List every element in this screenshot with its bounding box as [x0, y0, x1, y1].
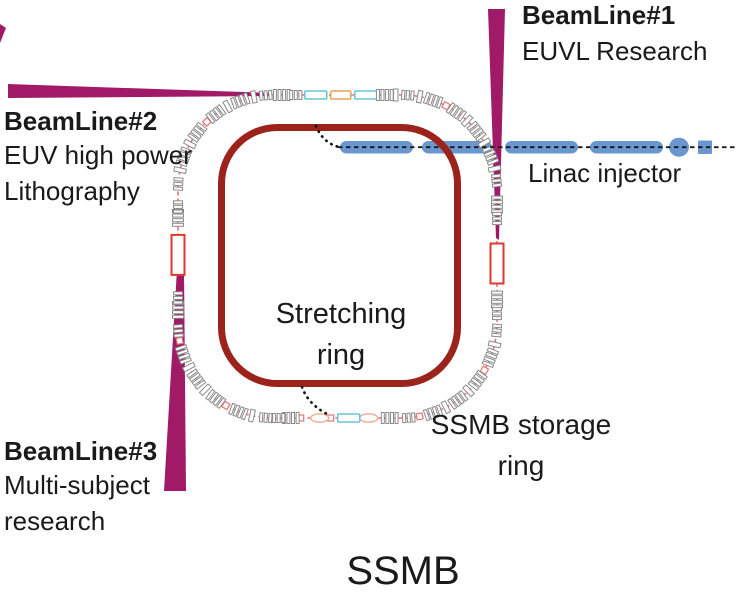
ring-component-q4	[205, 103, 227, 125]
beamline-2-desc-line1: EUV high power	[4, 140, 192, 170]
linac-gun-circle	[669, 137, 689, 157]
ring-component-q4	[174, 343, 192, 365]
ring-component-b	[487, 340, 502, 349]
beamline-3-desc-line2: research	[4, 506, 106, 536]
ring-component-q3	[492, 306, 502, 321]
ring-component-b	[440, 400, 452, 415]
ring-component-q3	[173, 200, 183, 214]
ring-component-q4	[466, 120, 487, 142]
storage-ring-components	[170, 88, 505, 424]
ring-component-b	[477, 137, 492, 149]
extraction-transfer-dotted-line	[300, 385, 329, 416]
storage-ring-label-line2: ring	[497, 450, 545, 481]
beamline-1-wedge	[488, 9, 505, 240]
ring-component-q3	[258, 89, 273, 101]
ring-component-b	[198, 383, 212, 397]
ring-component-b	[222, 99, 234, 114]
ring-component-q4	[228, 402, 249, 421]
linac-injector-line	[340, 137, 712, 157]
ring-component-pe	[358, 413, 379, 423]
ring-component-q3	[172, 323, 184, 338]
ring-component-b	[460, 114, 474, 128]
ring-component-q4	[491, 195, 503, 214]
ring-component-q3	[289, 90, 303, 100]
beamline-1-desc: EUVL Research	[522, 36, 708, 66]
stretching-ring-label-line2: ring	[316, 339, 366, 371]
ring-component-q3	[492, 211, 502, 226]
ring-component-q3	[491, 323, 503, 338]
storage-ring-label-line1: SSMB storage	[430, 409, 612, 440]
ring-component-b	[462, 384, 475, 398]
ring-component-b	[415, 89, 424, 104]
ring-component-b	[173, 166, 188, 175]
ring-component-q4	[187, 121, 208, 144]
linac-injector-label: Linac injector	[528, 158, 682, 188]
linac-segment	[340, 141, 413, 154]
linac-source-square	[698, 140, 712, 154]
ring-component-q3	[272, 413, 286, 423]
injection-transfer-dotted-line	[314, 124, 341, 149]
ring-component-pe	[309, 413, 330, 423]
ring-component-b	[487, 164, 502, 173]
ring-component-cy	[336, 413, 361, 423]
ring-component-q4	[422, 404, 444, 422]
diagram-title: SSMB	[346, 549, 460, 593]
ring-component-b	[249, 89, 258, 104]
ring-component-rs	[441, 100, 451, 111]
ring-component-rf	[170, 233, 186, 276]
ring-component-q4	[375, 89, 394, 101]
stretching-ring-label-line1: Stretching	[275, 298, 407, 330]
ring-component-b	[181, 361, 196, 373]
ring-component-q4	[447, 389, 469, 410]
ring-component-q4	[422, 91, 444, 109]
ring-component-cy	[304, 90, 328, 100]
ring-component-rs	[415, 412, 424, 421]
ring-component-rf	[489, 242, 505, 285]
ring-component-q4	[205, 388, 227, 410]
ring-component-q4	[175, 146, 193, 168]
beamline-3-desc-line1: Multi-subject	[4, 470, 150, 500]
ring-component-q4	[481, 347, 500, 369]
ring-component-rs	[479, 365, 490, 376]
ring-component-rs	[201, 116, 212, 127]
stretching-ring-path	[218, 124, 461, 387]
ring-component-rs	[175, 336, 184, 346]
ring-component-q3	[400, 89, 415, 101]
ring-component-q4	[481, 144, 500, 166]
ring-component-q4	[186, 368, 207, 390]
beamline-2-label: BeamLine#2	[4, 106, 158, 136]
ring-component-b	[393, 88, 399, 102]
storage-ring-label: SSMB storage ring	[415, 404, 627, 486]
ring-component-q3	[258, 412, 273, 424]
ring-component-rs	[220, 400, 231, 411]
beamline-2-wedge	[8, 84, 272, 98]
ring-component-b	[247, 408, 256, 423]
beamline-edge-sliver	[0, 24, 6, 43]
ring-component-q4	[467, 369, 488, 392]
ring-component-cy	[354, 90, 378, 100]
ring-component-or	[330, 90, 352, 100]
ring-component-q4	[380, 412, 399, 424]
ring-component-q3	[401, 412, 416, 424]
beamline-3-label: BeamLine#3	[4, 436, 158, 466]
ring-component-b	[182, 138, 197, 150]
stretching-ring-label: Stretching ring	[241, 294, 441, 376]
ring-component-q3	[173, 291, 183, 305]
ring-component-q4	[229, 92, 251, 110]
ring-component-q4	[445, 101, 468, 123]
ring-component-q3	[172, 177, 184, 191]
ring-component-q3	[490, 173, 503, 188]
beamline-1-label: BeamLine#1	[522, 0, 676, 30]
beamline-2-desc-line2: Lithography	[4, 176, 140, 206]
